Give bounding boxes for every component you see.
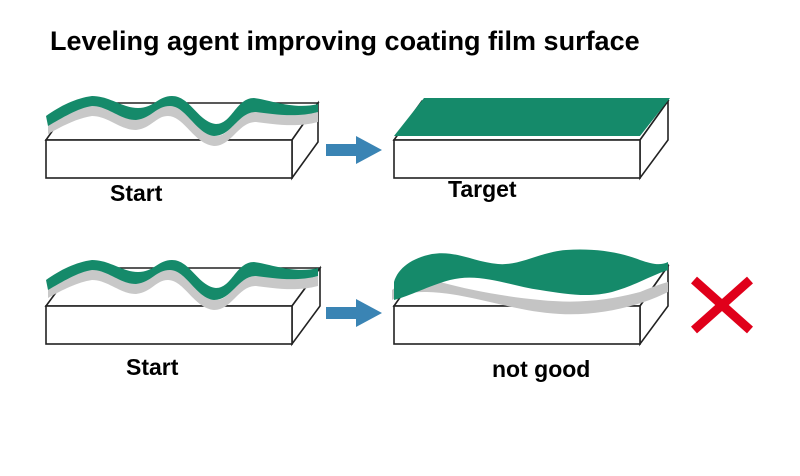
label-not-good: not good — [492, 356, 591, 382]
coating-shadow-bottom-right — [392, 280, 668, 315]
coating-wavy-top-left — [46, 96, 318, 136]
coating-shadow-bottom-left — [48, 268, 318, 310]
label-start-top: Start — [110, 180, 163, 206]
coating-uneven-bottom-right — [394, 249, 668, 300]
right-arrow-icon — [326, 299, 382, 327]
coating-shadow-top-left — [48, 104, 318, 146]
right-arrow-icon — [326, 136, 382, 164]
coating-wavy-bottom-left — [46, 260, 318, 300]
label-target: Target — [448, 176, 517, 202]
diagram-title: Leveling agent improving coating film su… — [50, 26, 640, 56]
label-start-bottom: Start — [126, 354, 179, 380]
red-x-icon — [691, 276, 753, 334]
coating-flat-top-right — [394, 98, 670, 136]
